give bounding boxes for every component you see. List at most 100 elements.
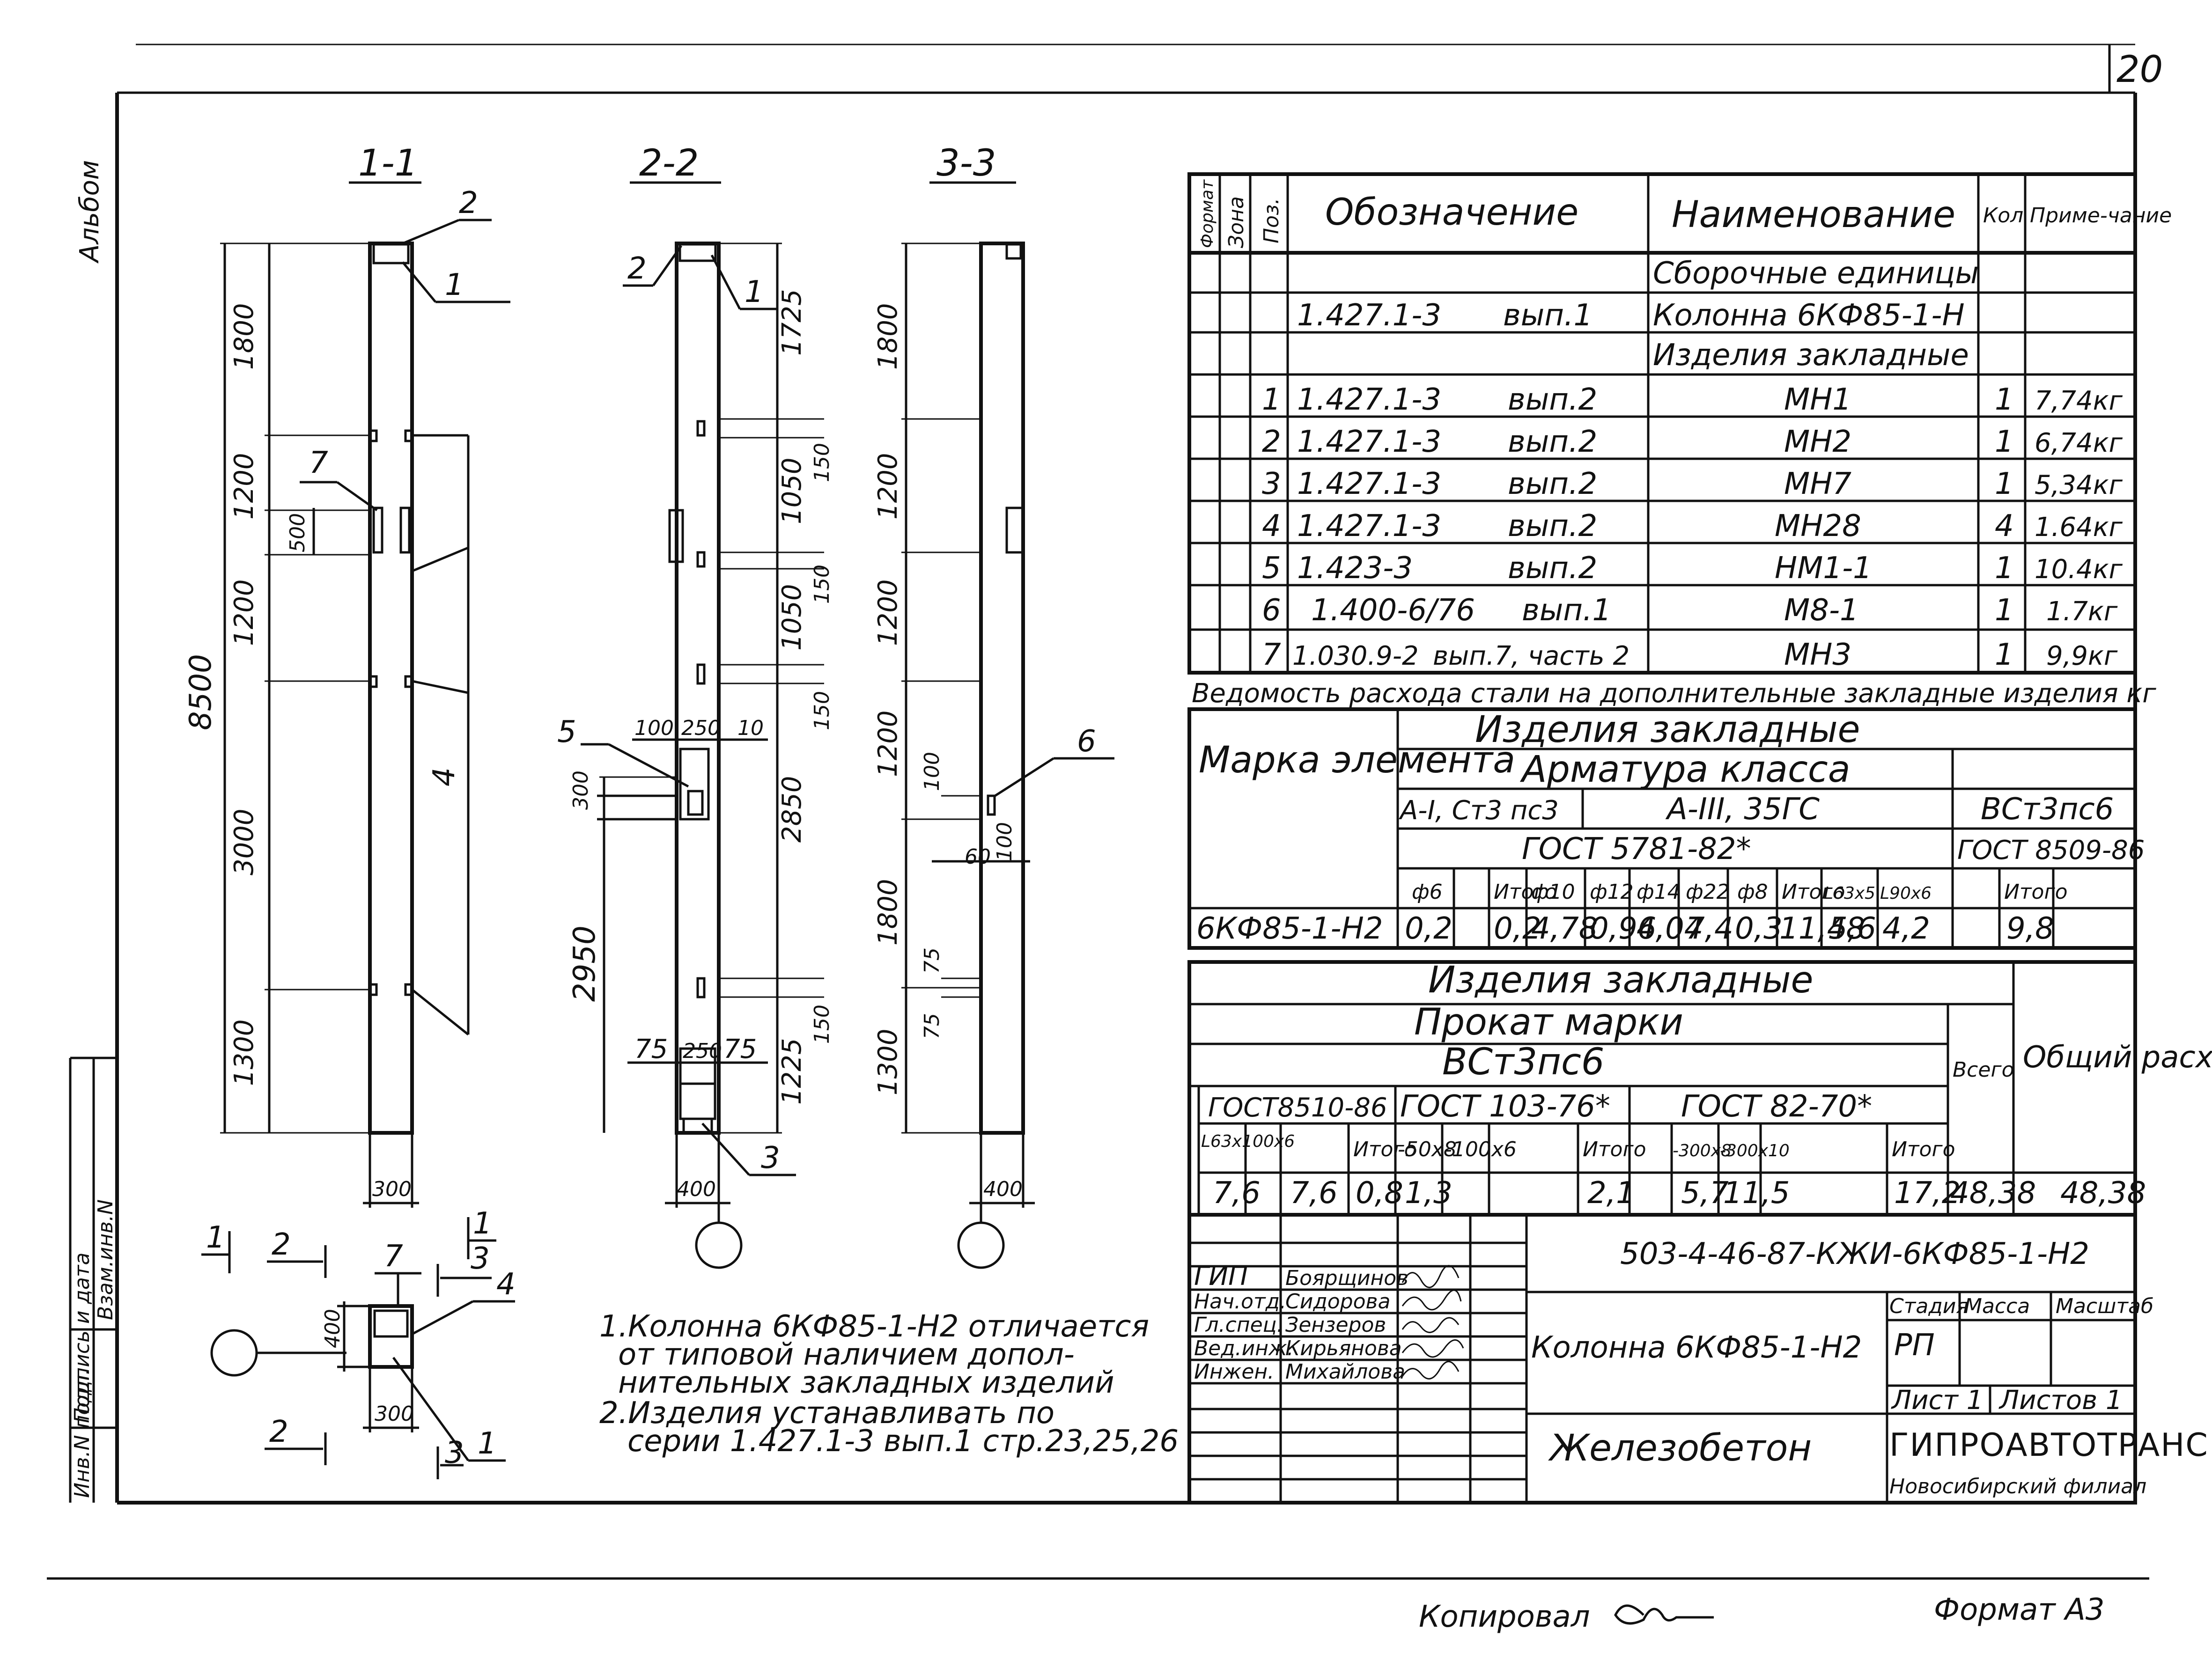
scale-label: Масштаб bbox=[2056, 1294, 2153, 1318]
section-title-1-1: 1-1 bbox=[358, 142, 418, 184]
marker-4: 4 bbox=[427, 767, 462, 786]
dim-75-s33-b: 75 bbox=[920, 1013, 944, 1039]
copier-signature bbox=[1614, 1604, 1714, 1625]
plan-view: 400 300 4 7 1 1 1 2 3 2 3 bbox=[201, 1206, 516, 1479]
section-2-2: 2-2 1725 1050 150 1050 150 2850 150 2950 bbox=[557, 142, 834, 1269]
hdr-zone: Зона bbox=[1224, 196, 1248, 248]
total-header: Всего bbox=[1953, 1058, 2014, 1082]
plan-marker-4: 4 bbox=[496, 1267, 516, 1302]
steel-group-header: Изделия закладные bbox=[1475, 709, 1860, 751]
cut-mark-1-top-left: 1 bbox=[206, 1220, 225, 1255]
rcol-total-3: Итого bbox=[1892, 1138, 1955, 1161]
row-designation: 1.427.1-3 bbox=[1297, 425, 1441, 459]
rcol-total-2: Итого bbox=[1583, 1138, 1646, 1161]
col-l63: L63х5 bbox=[1824, 884, 1875, 903]
row-qty: 1 bbox=[1995, 425, 2014, 459]
spec-row-1: 1 1.427.1-3 вып.2 МН1 1 7,74кг bbox=[1262, 382, 2123, 417]
spec-row-7: 7 1.030.9-2 вып.7, часть 2 МН3 1 9,9кг bbox=[1262, 638, 2118, 672]
val-total-1: 0,2 bbox=[1494, 911, 1541, 946]
spec-row-3: 3 1.427.1-3 вып.2 МН7 1 5,34кг bbox=[1262, 467, 2123, 501]
col-total-2: Итого bbox=[1782, 880, 1845, 904]
row-pos: 6 bbox=[1262, 593, 1281, 628]
row-note: 6,74кг bbox=[2035, 428, 2123, 458]
sig-role: Вед.инж. bbox=[1194, 1336, 1294, 1360]
rcol-l63: L63х100х6 bbox=[1201, 1132, 1295, 1151]
cut-mark-1-top-right: 1 bbox=[473, 1206, 492, 1241]
gost-103: ГОСТ 103-76* bbox=[1400, 1089, 1610, 1124]
stage-label: Стадия bbox=[1889, 1294, 1969, 1318]
sig-role: ГИП bbox=[1194, 1261, 1248, 1292]
val-f22: 7,4 bbox=[1686, 911, 1733, 946]
row-issue: вып.7, часть 2 bbox=[1433, 641, 1630, 671]
class-vst: ВСт3пс6 bbox=[1981, 792, 2114, 827]
signature-row: ГИП Боярщинов bbox=[1194, 1261, 1460, 1292]
dim-150-c: 150 bbox=[810, 691, 834, 730]
signature-row: Вед.инж. Кирьянова bbox=[1194, 1336, 1464, 1360]
sheet-label: Лист 1 bbox=[1891, 1385, 1983, 1416]
hdr-format: Формат bbox=[1198, 179, 1217, 248]
rval-overall: 48,38 bbox=[2060, 1176, 2146, 1211]
plan-marker-7: 7 bbox=[384, 1239, 403, 1274]
rval-300x10: 11,5 bbox=[1723, 1176, 1790, 1211]
rebar-header: Арматура класса bbox=[1519, 749, 1851, 791]
row-note: 5,34кг bbox=[2035, 470, 2123, 500]
signature-scribble bbox=[1401, 1317, 1460, 1333]
stamp-replace-inv: Взам.инв.N bbox=[94, 1199, 118, 1320]
footer: Копировал Формат А3 bbox=[1419, 1593, 2105, 1634]
val-f6: 0,2 bbox=[1405, 911, 1453, 946]
dim-400-s33: 400 bbox=[983, 1177, 1023, 1201]
rval-total-3: 17,2 bbox=[1894, 1176, 1961, 1211]
row-pos: 3 bbox=[1262, 467, 1281, 501]
row-pos: 4 bbox=[1262, 509, 1281, 543]
row-issue: вып.1 bbox=[1522, 593, 1611, 628]
prokat-header: Прокат марки bbox=[1414, 1001, 1683, 1043]
section-embedded-items: Изделия закладные bbox=[1653, 338, 1969, 373]
sig-role: Гл.спец. bbox=[1194, 1313, 1283, 1337]
signature-scribble bbox=[1401, 1361, 1460, 1380]
sheets-label: Листов 1 bbox=[1998, 1385, 2123, 1416]
row-pos: 2 bbox=[1262, 425, 1281, 459]
dim-250-b: 250 bbox=[683, 1039, 722, 1063]
row-qty: 1 bbox=[1995, 467, 2014, 501]
marker-5: 5 bbox=[557, 715, 576, 749]
sig-name: Боярщинов bbox=[1285, 1266, 1408, 1290]
gost-vst: ГОСТ 8509-86 bbox=[1957, 835, 2145, 866]
dim-1225: 1225 bbox=[777, 1038, 807, 1105]
row-note: 1.7кг bbox=[2046, 596, 2118, 627]
drawing-title: Колонна 6КФ85-1-Н2 bbox=[1531, 1330, 1862, 1365]
row-note: 9,9кг bbox=[2046, 641, 2118, 671]
rval-total: 48,38 bbox=[1950, 1176, 2036, 1211]
rval-300x8: 5,7 bbox=[1681, 1176, 1729, 1211]
sig-name: Кирьянова bbox=[1285, 1336, 1402, 1360]
column-elevation-3-3 bbox=[979, 242, 1025, 1135]
steel-grade: ВСт3пс6 bbox=[1442, 1041, 1605, 1083]
note-line-2: от типовой наличием допол- bbox=[618, 1337, 1075, 1372]
signature-scribble bbox=[1401, 1265, 1460, 1288]
class-aiii: A-III, 35ГС bbox=[1665, 792, 1820, 827]
section-title-2-2: 2-2 bbox=[639, 142, 699, 184]
marker-6: 6 bbox=[1077, 724, 1096, 759]
signature-row: Гл.спец. Зензеров bbox=[1194, 1313, 1460, 1337]
row-name: М8-1 bbox=[1784, 593, 1859, 628]
val-l63: 5,6 bbox=[1829, 911, 1876, 946]
row-name: НМ1-1 bbox=[1775, 551, 1872, 586]
gost-8510: ГОСТ8510-86 bbox=[1208, 1093, 1387, 1123]
dim-1050-a: 1050 bbox=[777, 457, 807, 524]
hdr-note: Приме-чание bbox=[2030, 204, 2172, 228]
dim-100-s33-a: 100 bbox=[920, 752, 944, 791]
note-line-3: нительных закладных изделий bbox=[618, 1365, 1114, 1400]
column-elevation-1-1 bbox=[368, 242, 414, 1135]
cut-mark-3-top: 3 bbox=[471, 1241, 490, 1276]
row-designation: 1.400-6/76 bbox=[1311, 593, 1475, 628]
col-f12: ф12 bbox=[1590, 880, 1634, 904]
col-f14: ф14 bbox=[1637, 880, 1681, 904]
dim-150-a: 150 bbox=[810, 443, 834, 482]
org-name: ГИПРОАВТОТРАНС bbox=[1889, 1427, 2209, 1464]
dim-1050-b: 1050 bbox=[777, 584, 807, 651]
rcol-100x6: -100х6 bbox=[1445, 1138, 1517, 1161]
left-margin-stamp: Альбом Инв.N подл. Подпись и дата Взам.и… bbox=[69, 93, 119, 1503]
doc-code: 503-4-46-87-КЖИ-6КФ85-1-Н2 bbox=[1620, 1237, 2089, 1271]
val-l90: 4,2 bbox=[1882, 911, 1930, 946]
dim-250-a: 250 bbox=[681, 716, 721, 740]
marker-1: 1 bbox=[445, 268, 464, 302]
